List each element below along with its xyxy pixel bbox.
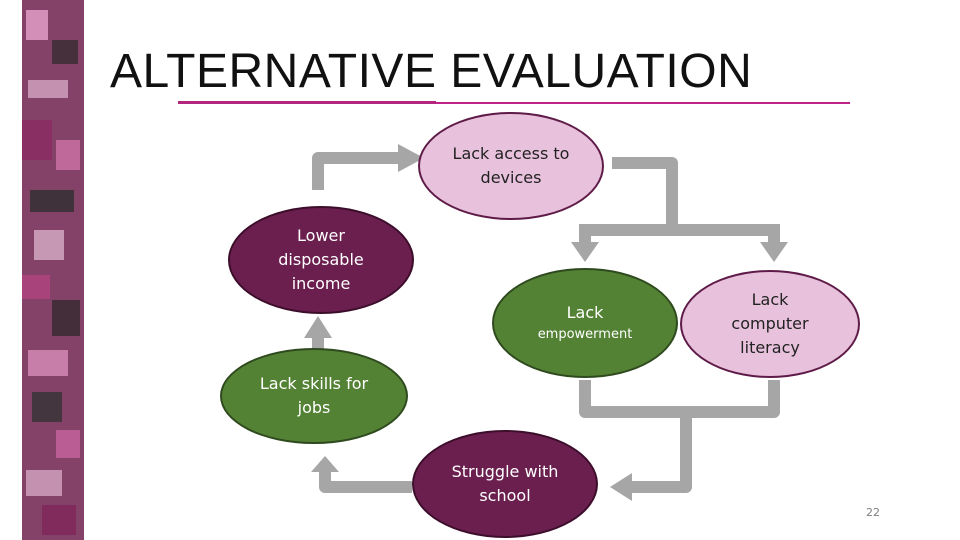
node-label-line: Lack [752, 288, 789, 312]
arrow-access-split [585, 163, 774, 244]
node-lack-empowerment: Lack empowerment [492, 268, 678, 378]
node-label-line: empowerment [538, 325, 633, 345]
node-label-line: income [292, 272, 351, 296]
node-label-line: Lack skills for [260, 372, 368, 396]
arrowhead-down-left [571, 242, 599, 262]
node-label-line: disposable [278, 248, 363, 272]
node-label-line: devices [481, 166, 542, 190]
node-label-line: school [479, 484, 530, 508]
node-label-line: literacy [740, 336, 800, 360]
node-struggle-with-school: Struggle with school [412, 430, 598, 538]
page-number: 22 [866, 506, 880, 519]
node-label-line: Lack access to [453, 142, 570, 166]
node-lack-access-to-devices: Lack access to devices [418, 112, 604, 220]
arrowhead-down-right [760, 242, 788, 262]
arrowhead-left [610, 473, 632, 501]
node-lack-computer-literacy: Lack computer literacy [680, 270, 860, 378]
arrow-merge-to-school [585, 380, 774, 487]
node-lower-disposable-income: Lower disposable income [228, 206, 414, 314]
arrow-school-to-skills [325, 470, 412, 487]
arrow-income-to-access [318, 158, 398, 190]
arrowhead-up-income [304, 316, 332, 338]
node-label-line: Lower [297, 224, 345, 248]
arrowhead-up-skills [311, 456, 339, 472]
node-lack-skills-for-jobs: Lack skills for jobs [220, 348, 408, 444]
node-label-line: Struggle with [452, 460, 559, 484]
node-label-line: jobs [298, 396, 331, 420]
node-label-line: computer [731, 312, 808, 336]
node-label-line: Lack [567, 301, 604, 325]
